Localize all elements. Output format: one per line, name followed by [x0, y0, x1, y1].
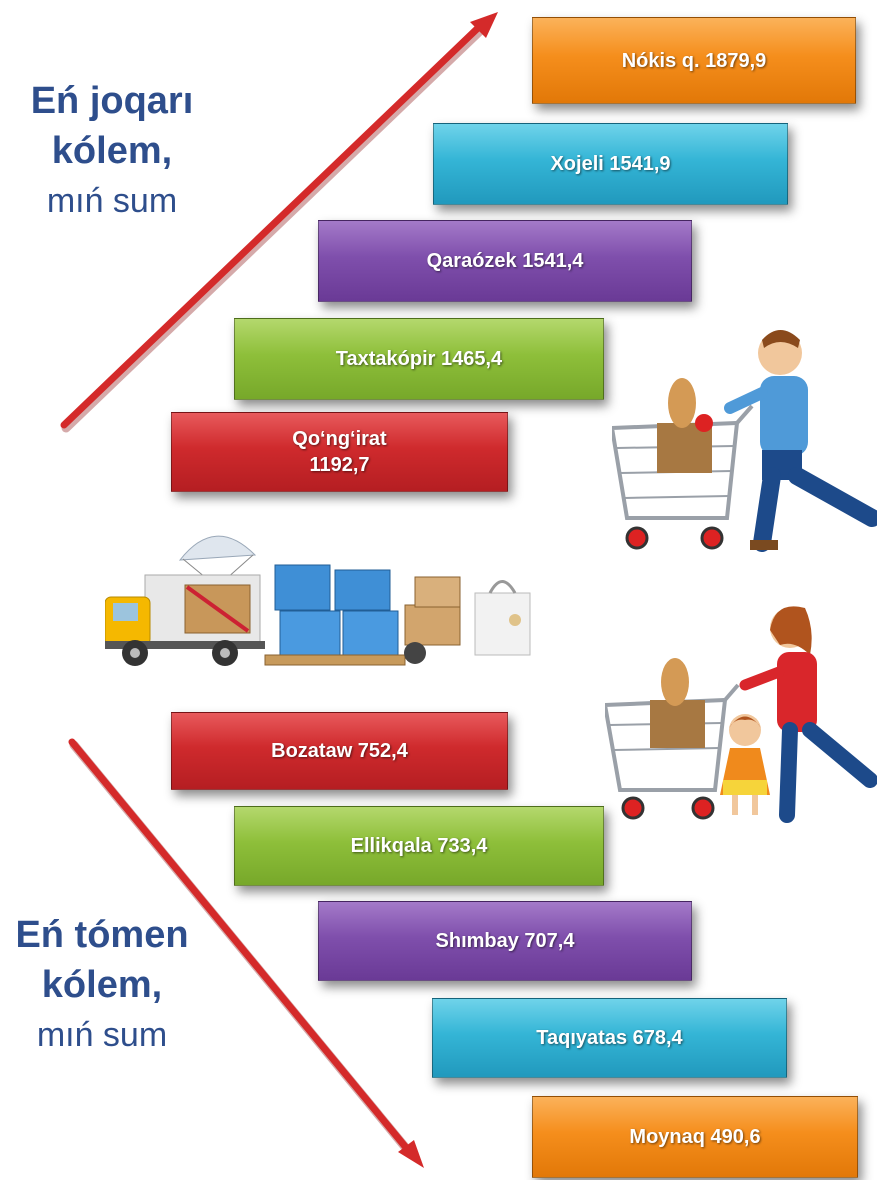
- bar-label: Taxtakópir 1465,4: [335, 348, 503, 370]
- bottom-heading: Eń tómen kólem, mıń sum: [2, 910, 202, 1060]
- bar-label: Shımbay 707,4: [435, 930, 575, 952]
- shopping-man-icon: [612, 330, 877, 552]
- bar-shimbay: Shımbay 707,4: [318, 901, 692, 981]
- bar-qongirat: Qo‘ng‘irat 1192,7: [171, 412, 508, 492]
- bottom-heading-line3: mıń sum: [36, 1016, 168, 1054]
- top-heading: Eń joqarı kólem, mıń sum: [12, 76, 212, 226]
- bar-label: Qaraózek 1541,4: [426, 250, 584, 272]
- top-heading-line2: kólem,: [51, 130, 173, 172]
- bar-moynaq: Moynaq 490,6: [532, 1096, 858, 1178]
- delivery-truck-icon: [105, 535, 531, 666]
- bar-qaraozek: Qaraózek 1541,4: [318, 220, 692, 302]
- bar-nokis: Nókis q. 1879,9: [532, 17, 856, 104]
- top-heading-line1: Eń joqarı: [30, 80, 194, 122]
- bar-xojeli: Xojeli 1541,9: [433, 123, 788, 205]
- bar-ellikqala: Ellikqala 733,4: [234, 806, 604, 886]
- bar-taqiyatas: Taqıyatas 678,4: [432, 998, 787, 1078]
- bar-label: Qo‘ng‘irat 1192,7: [292, 428, 387, 476]
- bar-label: Taqıyatas 678,4: [536, 1027, 683, 1049]
- bar-bozataw: Bozataw 752,4: [171, 712, 508, 790]
- bar-taxtakopir: Taxtakópir 1465,4: [234, 318, 604, 400]
- shopping-family-icon: [605, 606, 877, 823]
- trend-up-arrow-icon: [60, 12, 498, 433]
- bar-label: Moynaq 490,6: [629, 1126, 761, 1148]
- bottom-heading-line1: Eń tómen: [15, 914, 189, 956]
- bar-label: Xojeli 1541,9: [550, 153, 671, 175]
- bar-label: Ellikqala 733,4: [350, 835, 488, 857]
- trend-down-arrow-icon: [68, 738, 424, 1168]
- top-heading-line3: mıń sum: [46, 182, 178, 220]
- bottom-heading-line2: kólem,: [41, 964, 163, 1006]
- bar-label: Nókis q. 1879,9: [621, 49, 767, 72]
- bar-label: Bozataw 752,4: [271, 740, 408, 762]
